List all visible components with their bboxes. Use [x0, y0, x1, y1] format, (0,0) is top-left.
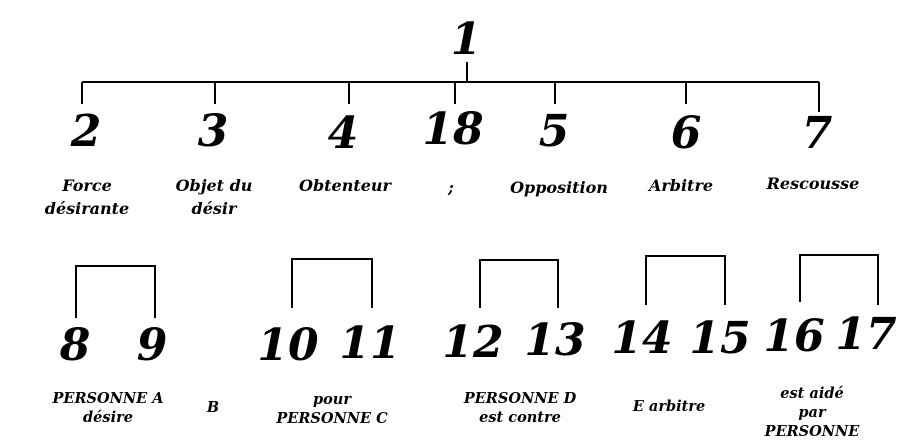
node-4: 4 [327, 108, 359, 159]
label-opposition: Opposition [510, 178, 608, 197]
label-est-aide-par-personne-f: est aidé par PERSONNE F [764, 385, 860, 440]
node-7: 7 [801, 108, 833, 159]
node-11: 11 [339, 318, 401, 369]
label-personne-a-desire: PERSONNE A désire [52, 390, 164, 426]
label-personne-d-est-contre: PERSONNE D est contre [463, 390, 577, 426]
bracket-10-11 [291, 258, 373, 308]
node-5: 5 [538, 106, 570, 157]
label-arbitre: Arbitre [648, 176, 714, 195]
node-10: 10 [257, 320, 319, 371]
bracket-8-9 [75, 265, 156, 318]
node-16: 16 [763, 311, 825, 362]
node-6: 6 [670, 108, 702, 159]
label-objet-du-desir: Objet du désir [175, 176, 253, 218]
bracket-16-17 [799, 254, 879, 305]
node-3: 3 [197, 106, 229, 157]
bracket-12-13 [479, 259, 559, 308]
node-12: 12 [442, 317, 504, 368]
label-force-desirante: Force désirante [44, 176, 130, 218]
bracket-14-15 [645, 255, 726, 305]
node-14: 14 [611, 313, 673, 364]
label-e-arbitre: E arbitre [632, 398, 706, 415]
node-17: 17 [835, 309, 897, 360]
node-15: 15 [689, 313, 751, 364]
node-13: 13 [524, 315, 586, 366]
label-rescousse: Rescousse [766, 174, 860, 193]
label-b: B [206, 399, 220, 416]
node-18: 18 [422, 104, 484, 155]
node-8: 8 [59, 320, 91, 371]
label-pour-personne-c: pour PERSONNE C [276, 391, 388, 427]
node-1: 1 [450, 14, 482, 65]
node-2: 2 [70, 106, 102, 157]
node-9: 9 [136, 320, 168, 371]
label-semicolon: ; [448, 178, 454, 197]
label-obtenteur: Obtenteur [299, 176, 391, 195]
